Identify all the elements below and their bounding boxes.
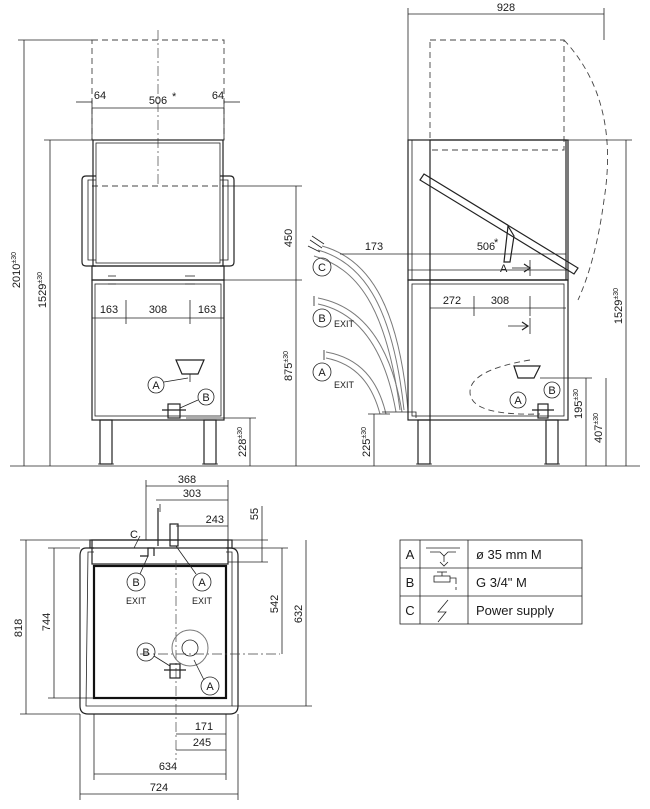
drain-icon (426, 547, 460, 567)
top-dim-818: 818 (13, 619, 25, 637)
side-callout-a-label: A (500, 263, 508, 275)
legend-spec-c: Power supply (476, 603, 555, 618)
top-dim-55: 55 (249, 508, 261, 520)
side-dim-407: 407±30 (593, 413, 605, 443)
hose-callout-c: C (318, 262, 326, 274)
top-dim-303: 303 (183, 488, 201, 500)
top-dim-243: 243 (206, 514, 224, 526)
top-callout-c: C (130, 529, 138, 541)
top-view: 368 303 243 55 542 632 818 744 171 245 (13, 474, 312, 800)
legend-key-c: C (405, 603, 414, 618)
water-tap-icon (433, 571, 457, 590)
side-dim-272: 272 (443, 295, 461, 307)
front-dim-64-right: 64 (212, 90, 224, 102)
hose-exit-a: EXIT (334, 380, 355, 390)
top-dim-245: 245 (193, 737, 211, 749)
side-view: 928 A 173 506 * (340, 2, 632, 466)
top-callout-b-exit: B (132, 577, 139, 589)
front-dim-308: 308 (149, 304, 167, 316)
top-callout-a: A (206, 681, 214, 693)
front-star: * (172, 91, 177, 103)
side-callout-a: A (514, 395, 522, 407)
front-dim-1529: 1529±30 (37, 272, 49, 308)
front-dim-875: 875±30 (283, 351, 295, 381)
side-dim-1529: 1529±30 (613, 288, 625, 324)
front-dim-64-left: 64 (94, 90, 106, 102)
top-dim-744: 744 (41, 613, 53, 631)
front-view: 506 * 64 64 163 308 163 2010±30 1529±30 … (10, 30, 640, 467)
front-dim-2010: 2010±30 (11, 252, 23, 288)
side-dim-928: 928 (497, 2, 515, 14)
top-dim-171: 171 (195, 721, 213, 733)
front-callout-a: A (152, 380, 160, 392)
side-dim-195: 195±30 (573, 389, 585, 419)
front-dim-506: 506 (149, 95, 167, 107)
top-dim-542: 542 (269, 595, 281, 613)
legend-spec-a: ø 35 mm M (476, 547, 542, 562)
side-callout-b: B (548, 385, 555, 397)
front-callout-b: B (202, 392, 209, 404)
connection-legend: A B C ø 35 mm M G 3/4" M Power supply (399, 539, 583, 625)
front-dim-228: 228±30 (237, 427, 249, 457)
top-dim-368: 368 (178, 474, 196, 486)
top-callout-b: B (142, 647, 149, 659)
hose-exit-b: EXIT (334, 319, 355, 329)
top-dim-634: 634 (159, 761, 177, 773)
legend-spec-b: G 3/4" M (476, 575, 527, 590)
hose-callout-a: A (318, 367, 326, 379)
front-dim-163-right: 163 (198, 304, 216, 316)
lightning-icon (437, 599, 449, 623)
legend-key-a: A (406, 547, 415, 562)
top-exit-b: EXIT (126, 596, 147, 606)
top-exit-a: EXIT (192, 596, 213, 606)
side-dim-173: 173 (365, 241, 383, 253)
hose-dim-225: 225±30 (361, 427, 373, 457)
side-dim-506: 506 (477, 241, 495, 253)
top-callout-a-exit: A (198, 577, 206, 589)
side-star: * (494, 237, 499, 249)
legend-key-b: B (406, 575, 415, 590)
hoses-group: C B EXIT A EXIT 225±30 (307, 235, 417, 466)
top-dim-724: 724 (150, 782, 168, 794)
side-dim-308: 308 (491, 295, 509, 307)
front-dim-163-left: 163 (100, 304, 118, 316)
front-dim-450: 450 (283, 229, 295, 247)
top-dim-632: 632 (293, 605, 305, 623)
hose-callout-b: B (318, 313, 325, 325)
